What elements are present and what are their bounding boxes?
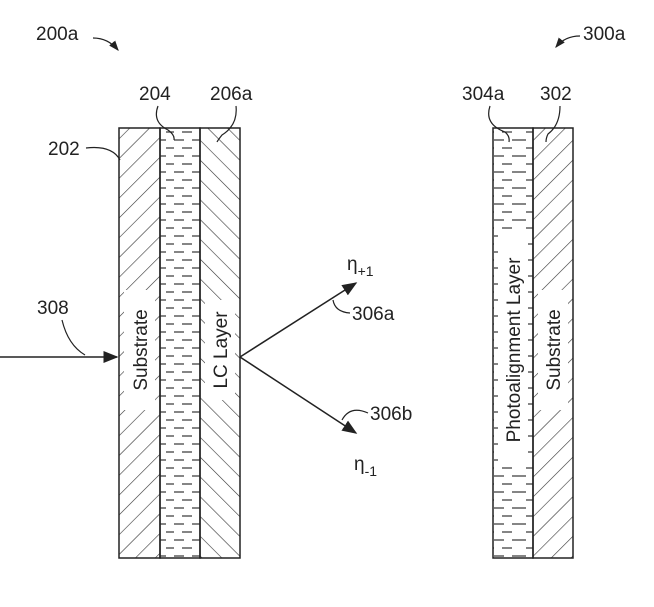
ref-304a: 304a [462,84,505,105]
ref-302: 302 [540,84,572,105]
right-assembly: Photoalignment Layer Substrate [492,127,574,559]
ref-200a: 200a [36,24,79,45]
order-plus-1: η+1 [347,254,374,279]
order-minus-1: η-1 [354,454,377,479]
ref-308: 308 [37,298,69,319]
substrate-label-right: Substrate [544,309,565,390]
diffracted-beam-plus [239,282,358,358]
ref-306b: 306b [370,404,412,425]
left-assembly: Substrate LC Layer [118,127,241,559]
ref-206a: 206a [210,84,253,105]
substrate-label-left: Substrate [131,309,152,390]
ref-204: 204 [139,84,171,105]
diffracted-beam-minus [239,356,358,434]
layer-204 [159,127,201,559]
ref-306a: 306a [352,304,395,325]
photoalignment-label: Photoalignment Layer [504,257,525,443]
ref-300a: 300a [583,24,626,45]
lc-layer-label: LC Layer [211,311,232,389]
ref-202: 202 [48,139,80,160]
